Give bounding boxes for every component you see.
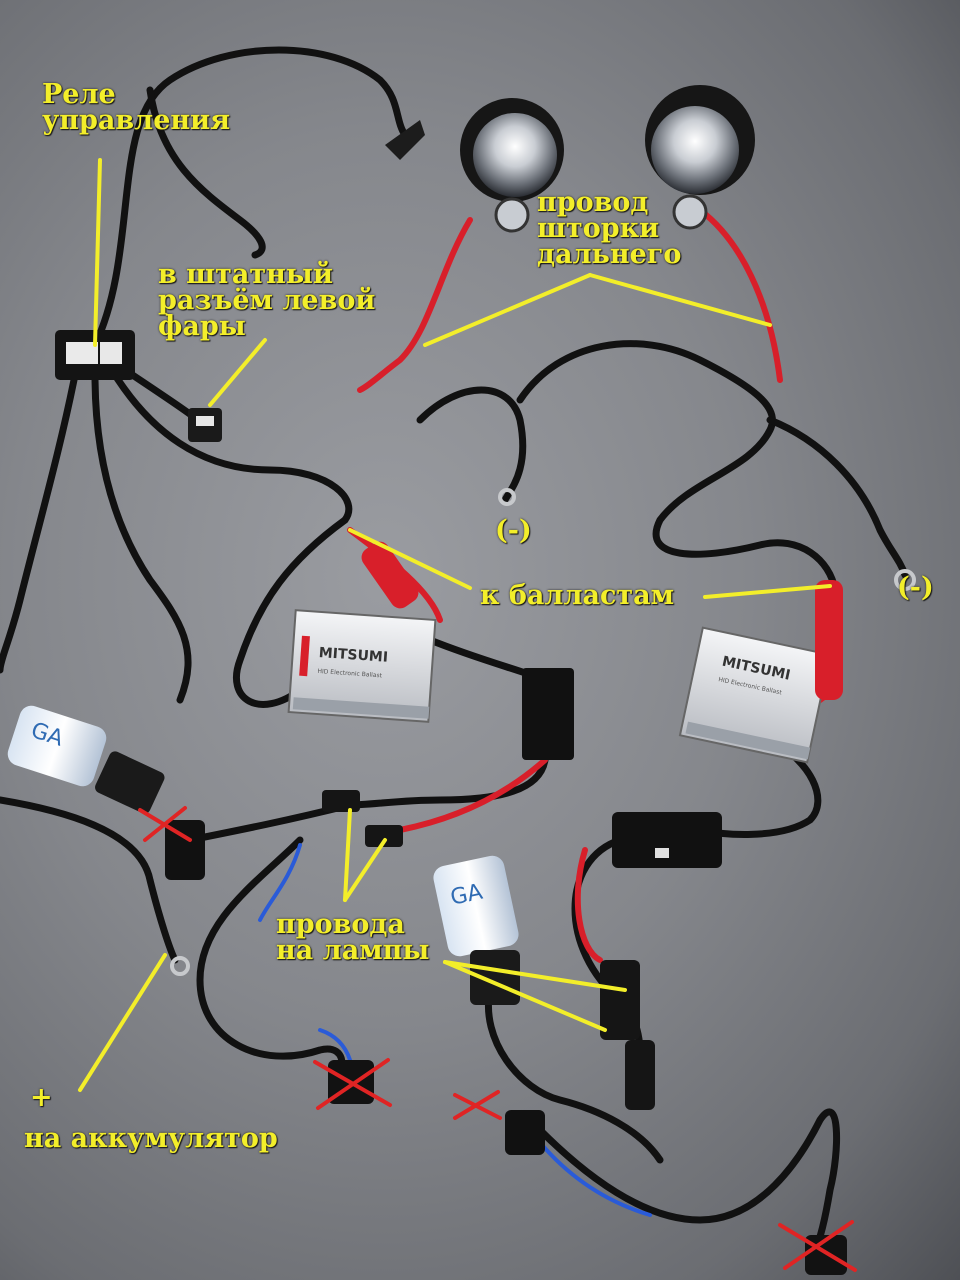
pointer-ballast-right [703, 584, 832, 599]
lamp-left-loop [196, 836, 346, 1074]
igniter-lower [346, 756, 549, 809]
relay-harness-1 [0, 371, 79, 674]
pointer-battery [78, 953, 167, 1092]
ballast-left-brand: MITSUMI [318, 645, 388, 666]
projector-lens-right [645, 85, 755, 230]
ring-terminals [170, 488, 916, 976]
relay-lead-loop [146, 86, 266, 259]
xenon-bulb-left: GA [7, 705, 205, 880]
igniter-right [612, 812, 722, 868]
ground-lead-right [766, 416, 909, 579]
ring-terminal-left [498, 488, 516, 506]
pointer-shutter-left [423, 273, 592, 347]
cross-mark-3 [453, 1090, 502, 1120]
ring-terminal-right [894, 569, 916, 591]
label-battery: на аккумулятор [24, 1123, 278, 1154]
inline-plugs [322, 790, 655, 1110]
blue-lead-1 [258, 843, 302, 922]
pointer-ballast-left [348, 528, 472, 590]
h4-connector [385, 120, 425, 160]
ballast-red-connectors [361, 541, 843, 700]
pointer-lamp-left-a [343, 808, 352, 902]
pointer-lamp-left-b [343, 838, 387, 902]
pointer-stock-connector [208, 338, 267, 407]
ring-terminal-battery [170, 956, 190, 976]
ballast-left: MITSUMI HID Electronic Ballast [287, 609, 437, 723]
annotation-pointers [78, 158, 832, 1092]
right-lamp-red [574, 847, 603, 963]
pointer-relay [93, 158, 102, 347]
pointer-lamp-right-b [443, 960, 607, 1032]
label-to-ballasts: к балластам [480, 580, 675, 611]
cross-mark-1 [138, 806, 192, 842]
ballast-left-subtitle: HID Electronic Ballast [317, 668, 383, 680]
label-relay: Реле управления [42, 79, 231, 136]
pointer-shutter-right [588, 273, 772, 327]
right-lamp-lead [485, 986, 664, 1164]
stock-connector-plug [188, 408, 222, 442]
cross-marks [138, 806, 857, 1272]
main-loop-left [232, 516, 349, 708]
projector-lens-left [460, 98, 564, 233]
pointer-lamp-right-a [443, 960, 627, 992]
cross-mark-4 [778, 1220, 857, 1272]
relay-lead-top [91, 46, 409, 349]
label-high-beam-shutter-wire: провод шторки дальнего [537, 187, 682, 270]
relay-harness-3 [111, 371, 353, 524]
ballast-right-out [696, 736, 822, 838]
shutter-wire-right [697, 207, 783, 383]
battery-lead [0, 796, 179, 964]
label-lamp-wires: провода на лампы [276, 909, 430, 966]
igniter-to-lamp [397, 757, 548, 833]
label-stock-connector: в штатный разъём левой фары [158, 259, 376, 342]
label-ground-right: (-) [897, 572, 934, 603]
cross-mark-2 [313, 1058, 392, 1110]
xenon-bulb-right: GA [433, 855, 545, 1155]
main-loop-right [516, 340, 839, 594]
bottom-loop [536, 1108, 841, 1254]
main-loop-mid [416, 386, 527, 504]
relay-harness-2 [91, 371, 192, 704]
blue-lead-2 [318, 1028, 352, 1062]
igniter-left [522, 668, 574, 760]
relay-box [55, 330, 135, 380]
ballast-right: MITSUMI HID Electronic Ballast [678, 626, 832, 764]
label-ground-left: (-) [495, 515, 532, 546]
label-battery-plus: + [30, 1082, 53, 1113]
loose-connectors [328, 1060, 847, 1275]
shutter-wire-left [357, 217, 473, 393]
